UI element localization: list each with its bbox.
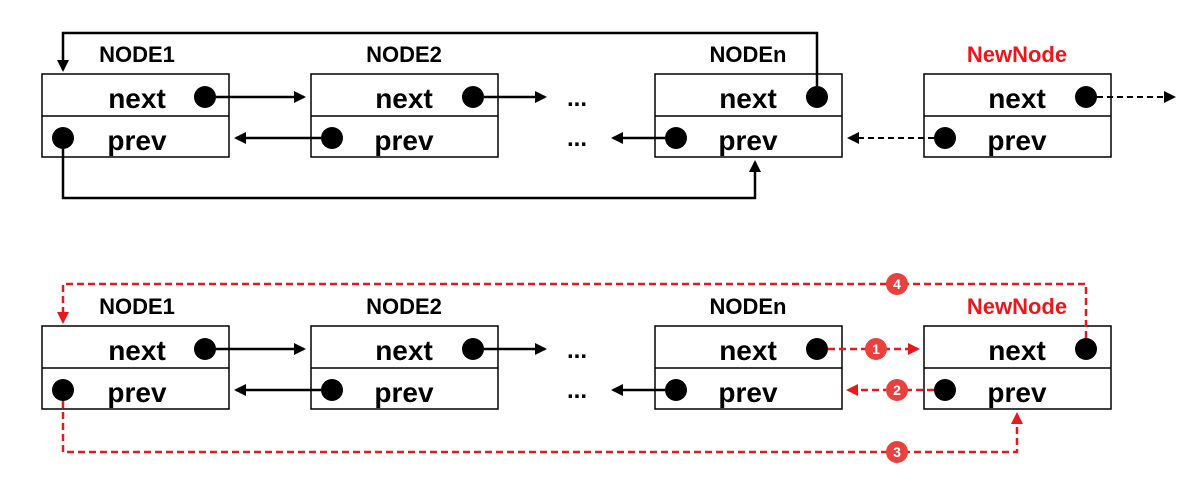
top-node1-next-dot bbox=[194, 86, 216, 108]
bottom-ellipsis-prev: ... bbox=[567, 377, 587, 404]
top-noden-next-label: next bbox=[719, 83, 777, 114]
bottom-node1-title: NODE1 bbox=[99, 294, 175, 319]
bottom-newnode: next prev bbox=[923, 325, 1112, 410]
top-node1-prev-dot bbox=[52, 127, 74, 149]
step-badge-1-label: 1 bbox=[872, 341, 880, 357]
top-noden-prev-label: prev bbox=[718, 125, 778, 156]
top-node2-prev-label: prev bbox=[374, 125, 434, 156]
bottom-newnode-next-label: next bbox=[988, 335, 1046, 366]
bottom-noden: next prev bbox=[654, 325, 843, 410]
top-node1-next-label: next bbox=[108, 83, 166, 114]
bottom-arrow-step3-node1-prev-to-newnode bbox=[61, 401, 1023, 454]
top-node1-prev-label: prev bbox=[107, 125, 167, 156]
top-noden-next-dot bbox=[806, 86, 828, 108]
bottom-node1-next-label: next bbox=[108, 335, 166, 366]
top-newnode-title: NewNode bbox=[967, 42, 1067, 67]
top-newnode-next-label: next bbox=[988, 83, 1046, 114]
top-noden-title: NODEn bbox=[710, 42, 787, 67]
top-ellipsis-prev: ... bbox=[567, 125, 587, 152]
bottom-node2-next-dot bbox=[462, 338, 484, 360]
bottom-newnode-next-dot bbox=[1075, 338, 1097, 360]
step-badge-1: 1 bbox=[865, 338, 887, 360]
bottom-node2-prev-dot bbox=[321, 379, 343, 401]
top-node2-title: NODE2 bbox=[366, 42, 442, 67]
top-noden: next prev bbox=[654, 73, 843, 158]
top-node1: next prev bbox=[41, 73, 230, 158]
bottom-newnode-prev-label: prev bbox=[987, 377, 1047, 408]
step-badge-3: 3 bbox=[886, 441, 908, 463]
top-ellipsis-next: ... bbox=[567, 85, 587, 112]
bottom-node2-next-label: next bbox=[375, 335, 433, 366]
bottom-noden-title: NODEn bbox=[710, 294, 787, 319]
step-badge-2: 2 bbox=[886, 379, 908, 401]
top-newnode: next prev bbox=[923, 73, 1112, 158]
top-noden-prev-dot bbox=[665, 127, 687, 149]
bottom-node2-title: NODE2 bbox=[366, 294, 442, 319]
top-arrow-node1-prev-to-noden bbox=[61, 149, 761, 200]
top-newnode-next-dot bbox=[1075, 86, 1097, 108]
step-badge-4-label: 4 bbox=[893, 276, 901, 292]
bottom-node1-prev-label: prev bbox=[107, 377, 167, 408]
bottom-node2-prev-label: prev bbox=[374, 377, 434, 408]
bottom-node1-next-dot bbox=[194, 338, 216, 360]
top-node2-next-dot bbox=[462, 86, 484, 108]
bottom-noden-prev-label: prev bbox=[718, 377, 778, 408]
bottom-noden-next-dot bbox=[806, 338, 828, 360]
bottom-ellipsis-next: ... bbox=[567, 337, 587, 364]
bottom-noden-next-label: next bbox=[719, 335, 777, 366]
bottom-newnode-title: NewNode bbox=[967, 294, 1067, 319]
step-badge-3-label: 3 bbox=[893, 444, 901, 460]
top-node2-prev-dot bbox=[321, 127, 343, 149]
bottom-arrow-step4-newnode-next-to-node1 bbox=[57, 282, 1088, 338]
top-node2-next-label: next bbox=[375, 83, 433, 114]
top-node1-title: NODE1 bbox=[99, 42, 175, 67]
top-arrow-noden-next-to-node1 bbox=[57, 31, 819, 86]
step-badge-4: 4 bbox=[886, 273, 908, 295]
top-node2: next prev bbox=[310, 73, 499, 158]
top-diagram: NODE1 NODE2 NODEn NewNode next prev next… bbox=[41, 31, 1176, 200]
bottom-node2: next prev bbox=[310, 325, 499, 410]
bottom-node1-prev-dot bbox=[52, 379, 74, 401]
top-newnode-prev-label: prev bbox=[987, 125, 1047, 156]
bottom-diagram: NODE1 NODE2 NODEn NewNode next prev next… bbox=[41, 273, 1112, 463]
step-badge-2-label: 2 bbox=[893, 382, 901, 398]
bottom-noden-prev-dot bbox=[665, 379, 687, 401]
bottom-newnode-prev-dot bbox=[934, 379, 956, 401]
top-newnode-prev-dot bbox=[934, 127, 956, 149]
bottom-node1: next prev bbox=[41, 325, 230, 410]
